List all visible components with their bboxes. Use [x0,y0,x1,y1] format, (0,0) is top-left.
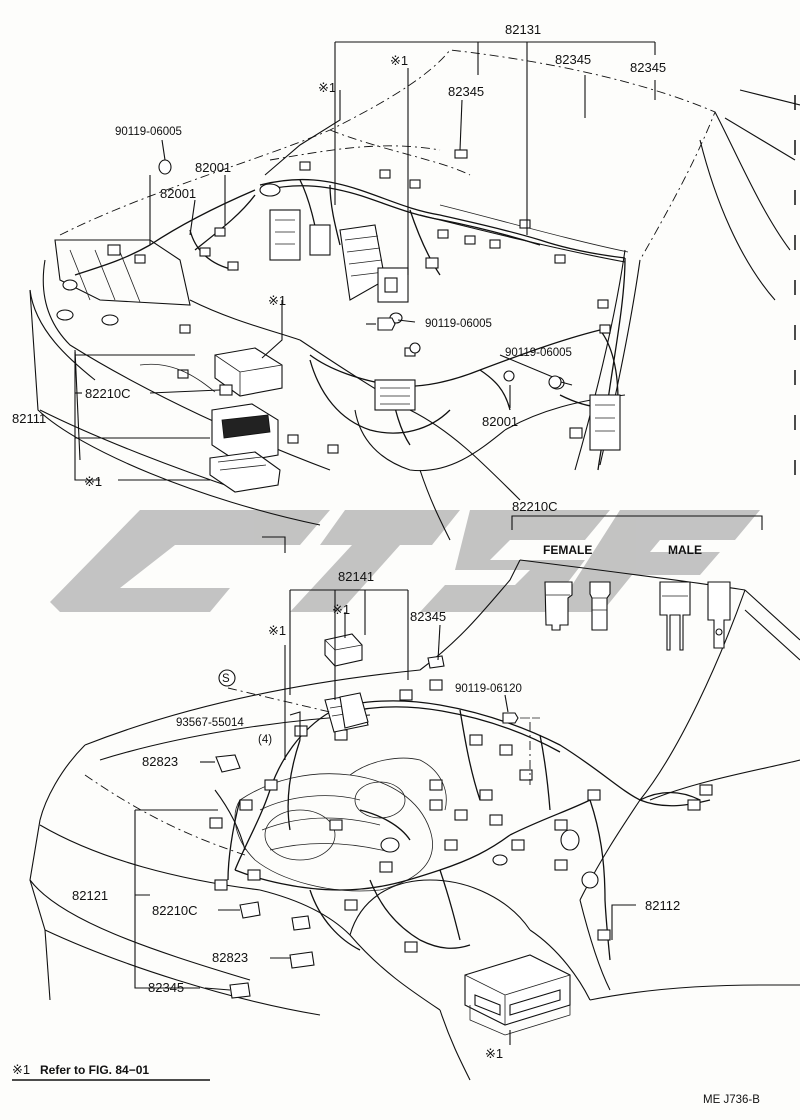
label-90119-06120: 90119-06120 [455,683,522,695]
female-terminal-icon [544,581,611,631]
terminal-legend [511,515,763,651]
label-82001-b: 82001 [160,186,196,201]
label-82823-b: 82823 [212,950,248,965]
label-82210c-a: 82210C [85,386,131,401]
ref-mark-lower-top: ※1 [332,602,350,617]
footnote: ※1 Refer to FIG. 84−01 [12,1062,210,1081]
relay-block-upper [259,183,409,303]
label-82141: 82141 [338,569,374,584]
ref-mark-bottom: ※1 [485,1046,503,1061]
label-82121: 82121 [72,888,108,903]
label-93567-55014: 93567-55014 [176,717,244,729]
upper-callout-lines [74,41,656,481]
ref-mark-mid: ※1 [268,293,286,308]
label-90119-06005-a: 90119-06005 [115,126,182,138]
upper-vehicle-outline [29,49,800,541]
footnote-text: Refer to FIG. 84−01 [40,1063,149,1077]
watermark-logo [50,510,760,612]
upper-wire-harness [56,149,626,471]
label-82345-a: 82345 [448,84,484,99]
ref-mark-left: ※1 [84,474,102,489]
lower-callout-lines [134,536,636,1045]
label-82001-c: 82001 [482,414,518,429]
legend-female: FEMALE [543,543,592,557]
label-qty-4: (4) [258,734,272,746]
label-82823-a: 82823 [142,754,178,769]
figure-code: ME J736-B [703,1094,760,1106]
s-mark-letter: S [222,673,230,685]
footnote-mark: ※1 [12,1062,30,1077]
label-90119-06005-b: 90119-06005 [425,318,492,330]
ref-mark-lower-left: ※1 [268,623,286,638]
lower-vehicle-outline [29,559,800,1081]
ref-mark-top: ※1 [390,53,408,68]
fuse-box-lower [464,954,571,1036]
label-82131: 82131 [505,22,541,37]
upper-bolts [366,317,573,389]
label-82111: 82111 [12,411,46,426]
male-terminal-icon [659,581,731,651]
label-82345-c: 82345 [630,60,666,75]
label-82112: 82112 [645,898,680,913]
label-82210c-c: 82210C [152,903,198,918]
ref-mark-top-left: ※1 [318,80,336,95]
label-82210c-legend: 82210C [512,499,558,514]
label-82345-b: 82345 [555,52,591,67]
s-circle-marker [218,669,236,687]
lower-engine-bay [234,757,447,892]
lower-small-parts [215,655,540,999]
part-labels: 82131 ※1 ※1 82345 82345 82345 90119-0600… [12,22,702,1061]
label-82345-e: 82345 [148,980,184,995]
legend-male: MALE [668,543,702,557]
label-90119-06005-c: 90119-06005 [505,347,572,359]
label-82001-a: 82001 [195,160,231,175]
fuse-box-parts-upper [139,347,283,493]
label-82345-d: 82345 [410,609,446,624]
